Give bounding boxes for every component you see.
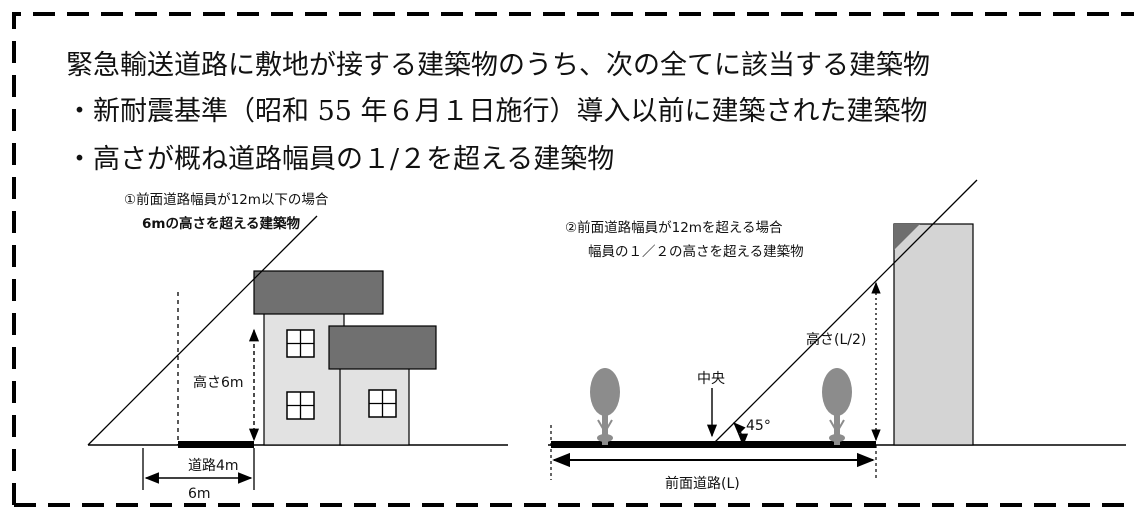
angle-label: 45° (746, 418, 771, 434)
diagram-2-title-line1: ②前面道路幅員が12mを超える場合 (565, 219, 783, 236)
diagonal-line-2 (711, 179, 978, 446)
window-1 (286, 329, 315, 358)
width-label-1: 6m (188, 486, 211, 502)
dashed-frame (12, 12, 1134, 505)
building-excess-shade (894, 224, 920, 250)
tree-left (590, 368, 620, 445)
window-2 (286, 391, 315, 420)
diagram-1-title-line2: 6mの高さを超える建築物 (142, 215, 301, 232)
house-2-roof (328, 325, 437, 370)
header-line-1: 緊急輸送道路に敷地が接する建築物のうち、次の全てに該当する建築物 (66, 50, 930, 81)
window-3 (368, 389, 397, 418)
header-line-2: ・新耐震基準（昭和 55 年６月１日施行）導入以前に建築された建築物 (66, 96, 928, 127)
road-label-1: 道路4m (188, 458, 239, 474)
road-label-2: 前面道路(L) (665, 475, 740, 492)
diagram-1: ①前面道路幅員が12m以下の場合 6mの高さを超える建築物 高さ6m 道路4m … (87, 191, 508, 502)
angle-arc (733, 422, 749, 447)
diagram-2-title-line2: 幅員の１／２の高さを超える建築物 (588, 243, 804, 260)
header-line-3: ・高さが概ね道路幅員の１/２を超える建築物 (66, 144, 615, 175)
road-segment-2 (551, 441, 876, 448)
center-label: 中央 (697, 371, 725, 387)
road-segment-1 (178, 441, 254, 448)
tall-building (893, 223, 974, 446)
diagram-1-title-line1: ①前面道路幅員が12m以下の場合 (124, 191, 329, 208)
diagonal-line-1 (87, 215, 318, 446)
tree-right (822, 368, 852, 445)
diagram-2: ②前面道路幅員が12mを超える場合 幅員の１／２の高さを超える建築物 高さ(L/… (548, 179, 1126, 492)
height-label-2: 高さ(L/2) (806, 331, 866, 348)
house-1-roof (253, 270, 384, 315)
height-label-1: 高さ6m (193, 374, 244, 391)
